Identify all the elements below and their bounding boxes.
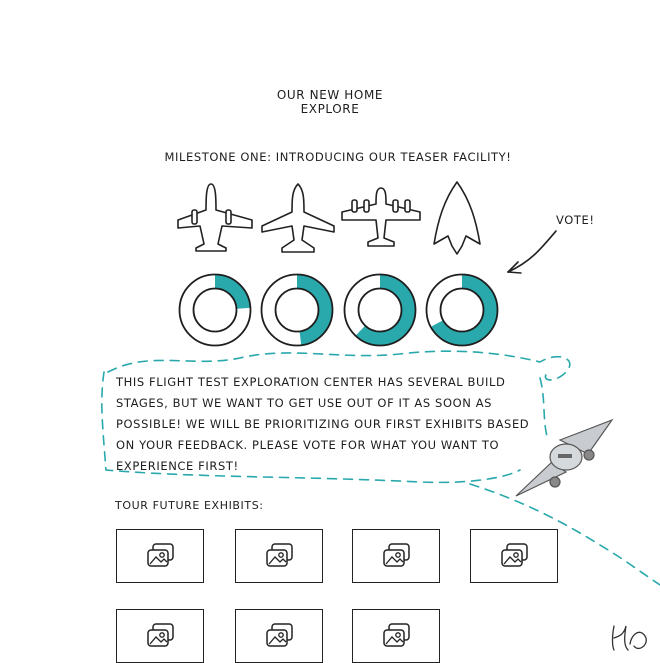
vote-progress-ring [425,273,499,347]
artist-signature [611,625,647,651]
exhibit-thumbnail[interactable] [470,529,558,583]
vote-progress-fill [344,274,416,346]
twin-prop-plane-icon[interactable] [177,183,253,252]
exhibit-thumbnail[interactable] [352,609,440,663]
page-title-line2: EXPLORE [300,102,360,116]
image-gallery-icon [147,623,174,647]
image-gallery-icon [383,623,410,647]
vote-progress-ring [343,273,417,347]
vote-progress-rings [178,273,499,347]
four-engine-plane-icon[interactable] [341,187,421,247]
jet-plane-icon[interactable] [261,183,335,253]
description-line: THIS FLIGHT TEST EXPLORATION CENTER HAS … [116,375,506,389]
exhibit-thumbnail[interactable] [235,609,323,663]
description-line: STAGES, BUT WE WANT TO GET USE OUT OF IT… [116,396,493,410]
exhibit-thumbnail[interactable] [116,609,204,663]
exhibit-thumbnail[interactable] [352,529,440,583]
vote-progress-fill [179,274,251,346]
dashed-flight-path [101,350,660,586]
description-text: THIS FLIGHT TEST EXPLORATION CENTER HAS … [116,372,546,477]
image-gallery-icon [147,543,174,567]
vote-progress-ring [178,273,252,347]
airplane-illustration-icon [515,418,614,497]
tour-exhibits-label: TOUR FUTURE EXHIBITS: [115,499,264,512]
page-title-line1: OUR NEW HOME [276,88,384,102]
milestone-heading: MILESTONE ONE: INTRODUCING OUR TEASER FA… [164,150,512,164]
image-gallery-icon [266,623,293,647]
description-line: POSSIBLE! WE WILL BE PRIORITIZING OUR FI… [116,417,530,431]
exhibit-thumbnail[interactable] [235,529,323,583]
exhibit-thumbnail[interactable] [116,529,204,583]
vote-progress-fill [261,274,333,346]
image-gallery-icon [266,543,293,567]
vote-progress-ring [260,273,334,347]
image-gallery-icon [501,543,528,567]
image-gallery-icon [383,543,410,567]
description-line: ON YOUR FEEDBACK. PLEASE VOTE FOR WHAT Y… [116,438,500,452]
vote-arrow [507,230,557,274]
delta-wing-jet-icon[interactable] [433,181,481,255]
description-line: EXPERIENCE FIRST! [116,459,239,473]
vote-progress-fill [426,274,498,346]
vote-label: VOTE! [556,213,595,227]
